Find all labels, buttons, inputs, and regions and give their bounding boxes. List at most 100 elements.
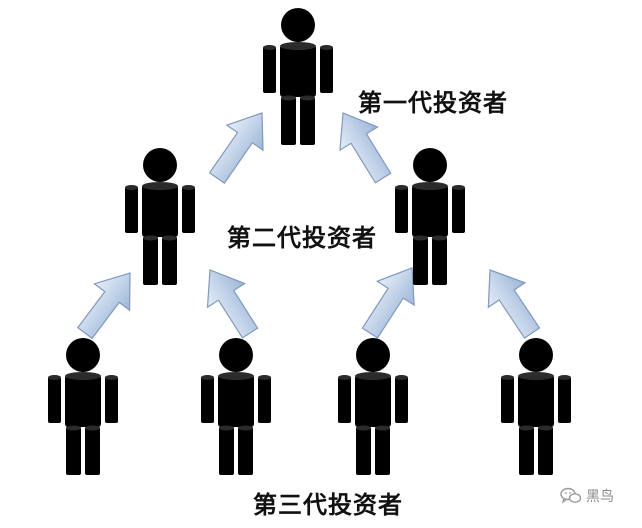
left-leg: [66, 427, 81, 475]
right-leg-cap: [85, 425, 100, 431]
right-arm-cap: [395, 375, 408, 380]
right-arm: [320, 47, 333, 93]
left-leg-cap: [66, 425, 81, 431]
investor-figure: [338, 338, 408, 475]
investor-figure: [201, 338, 271, 475]
head: [356, 338, 390, 372]
head: [219, 338, 253, 372]
right-leg: [85, 427, 100, 475]
left-leg: [519, 427, 534, 475]
left-leg-cap: [281, 95, 296, 101]
arrow-investor-2b-to-investor-1: [339, 112, 392, 184]
left-arm-cap: [501, 375, 514, 380]
head: [281, 8, 315, 42]
torso: [412, 185, 448, 237]
arrow-investor-3a-to-investor-2a: [76, 272, 131, 340]
right-arm: [182, 187, 195, 233]
right-arm-cap: [105, 375, 118, 380]
left-arm-cap: [125, 185, 138, 190]
left-leg-cap: [143, 235, 158, 241]
right-leg: [432, 237, 447, 285]
right-arm: [452, 187, 465, 233]
torso: [142, 185, 178, 237]
left-arm-cap: [48, 375, 61, 380]
left-arm: [201, 377, 214, 423]
right-leg-cap: [162, 235, 177, 241]
generation-2-label: 第二代投资者: [227, 223, 377, 252]
right-leg: [538, 427, 553, 475]
right-arm-cap: [452, 185, 465, 190]
left-leg-cap: [356, 425, 371, 431]
investor-figure: [501, 338, 571, 475]
right-leg: [375, 427, 390, 475]
left-arm: [338, 377, 351, 423]
right-arm: [558, 377, 571, 423]
left-arm-cap: [201, 375, 214, 380]
right-arm-cap: [182, 185, 195, 190]
torso-cap: [355, 372, 391, 380]
left-arm-cap: [395, 185, 408, 190]
left-arm: [263, 47, 276, 93]
head: [519, 338, 553, 372]
right-arm-cap: [320, 45, 333, 50]
left-leg-cap: [413, 235, 428, 241]
watermark: 黑鸟: [560, 486, 614, 506]
torso-cap: [218, 372, 254, 380]
left-leg-cap: [219, 425, 234, 431]
generation-1-label: 第一代投资者: [358, 88, 508, 117]
torso: [65, 375, 101, 427]
left-leg: [219, 427, 234, 475]
investor-figure: [48, 338, 118, 475]
investor-figure: [263, 8, 333, 145]
left-leg: [413, 237, 428, 285]
right-leg-cap: [432, 235, 447, 241]
left-arm: [395, 187, 408, 233]
head: [413, 148, 447, 182]
investor-figure: [395, 148, 465, 285]
arrow-investor-3c-to-investor-2b: [361, 267, 415, 339]
right-leg-cap: [538, 425, 553, 431]
head: [66, 338, 100, 372]
left-arm-cap: [263, 45, 276, 50]
torso-cap: [412, 182, 448, 190]
torso: [518, 375, 554, 427]
right-arm: [105, 377, 118, 423]
right-arm-cap: [558, 375, 571, 380]
torso-cap: [65, 372, 101, 380]
torso-cap: [518, 372, 554, 380]
figures-layer: [48, 8, 571, 475]
left-arm-cap: [338, 375, 351, 380]
left-arm: [125, 187, 138, 233]
arrow-investor-2a-to-investor-1: [208, 112, 264, 184]
right-arm: [395, 377, 408, 423]
left-leg: [281, 97, 296, 145]
right-leg: [238, 427, 253, 475]
torso-cap: [280, 42, 316, 50]
left-leg: [356, 427, 371, 475]
torso: [355, 375, 391, 427]
right-leg: [162, 237, 177, 285]
right-leg-cap: [375, 425, 390, 431]
left-arm: [501, 377, 514, 423]
generation-3-label: 第三代投资者: [253, 490, 403, 519]
right-arm: [258, 377, 271, 423]
arrows-layer: [76, 112, 541, 340]
head: [143, 148, 177, 182]
torso: [280, 45, 316, 97]
right-arm-cap: [258, 375, 271, 380]
left-arm: [48, 377, 61, 423]
left-leg: [143, 237, 158, 285]
right-leg-cap: [238, 425, 253, 431]
torso: [218, 375, 254, 427]
arrow-investor-3d-to-investor-2b: [487, 269, 541, 339]
torso-cap: [142, 182, 178, 190]
investor-figure: [125, 148, 195, 285]
watermark-text: 黑鸟: [586, 489, 614, 505]
left-leg-cap: [519, 425, 534, 431]
arrow-investor-3b-to-investor-2a: [206, 269, 259, 339]
right-leg-cap: [300, 95, 315, 101]
wechat-bubble-icon: [560, 487, 582, 504]
right-leg: [300, 97, 315, 145]
